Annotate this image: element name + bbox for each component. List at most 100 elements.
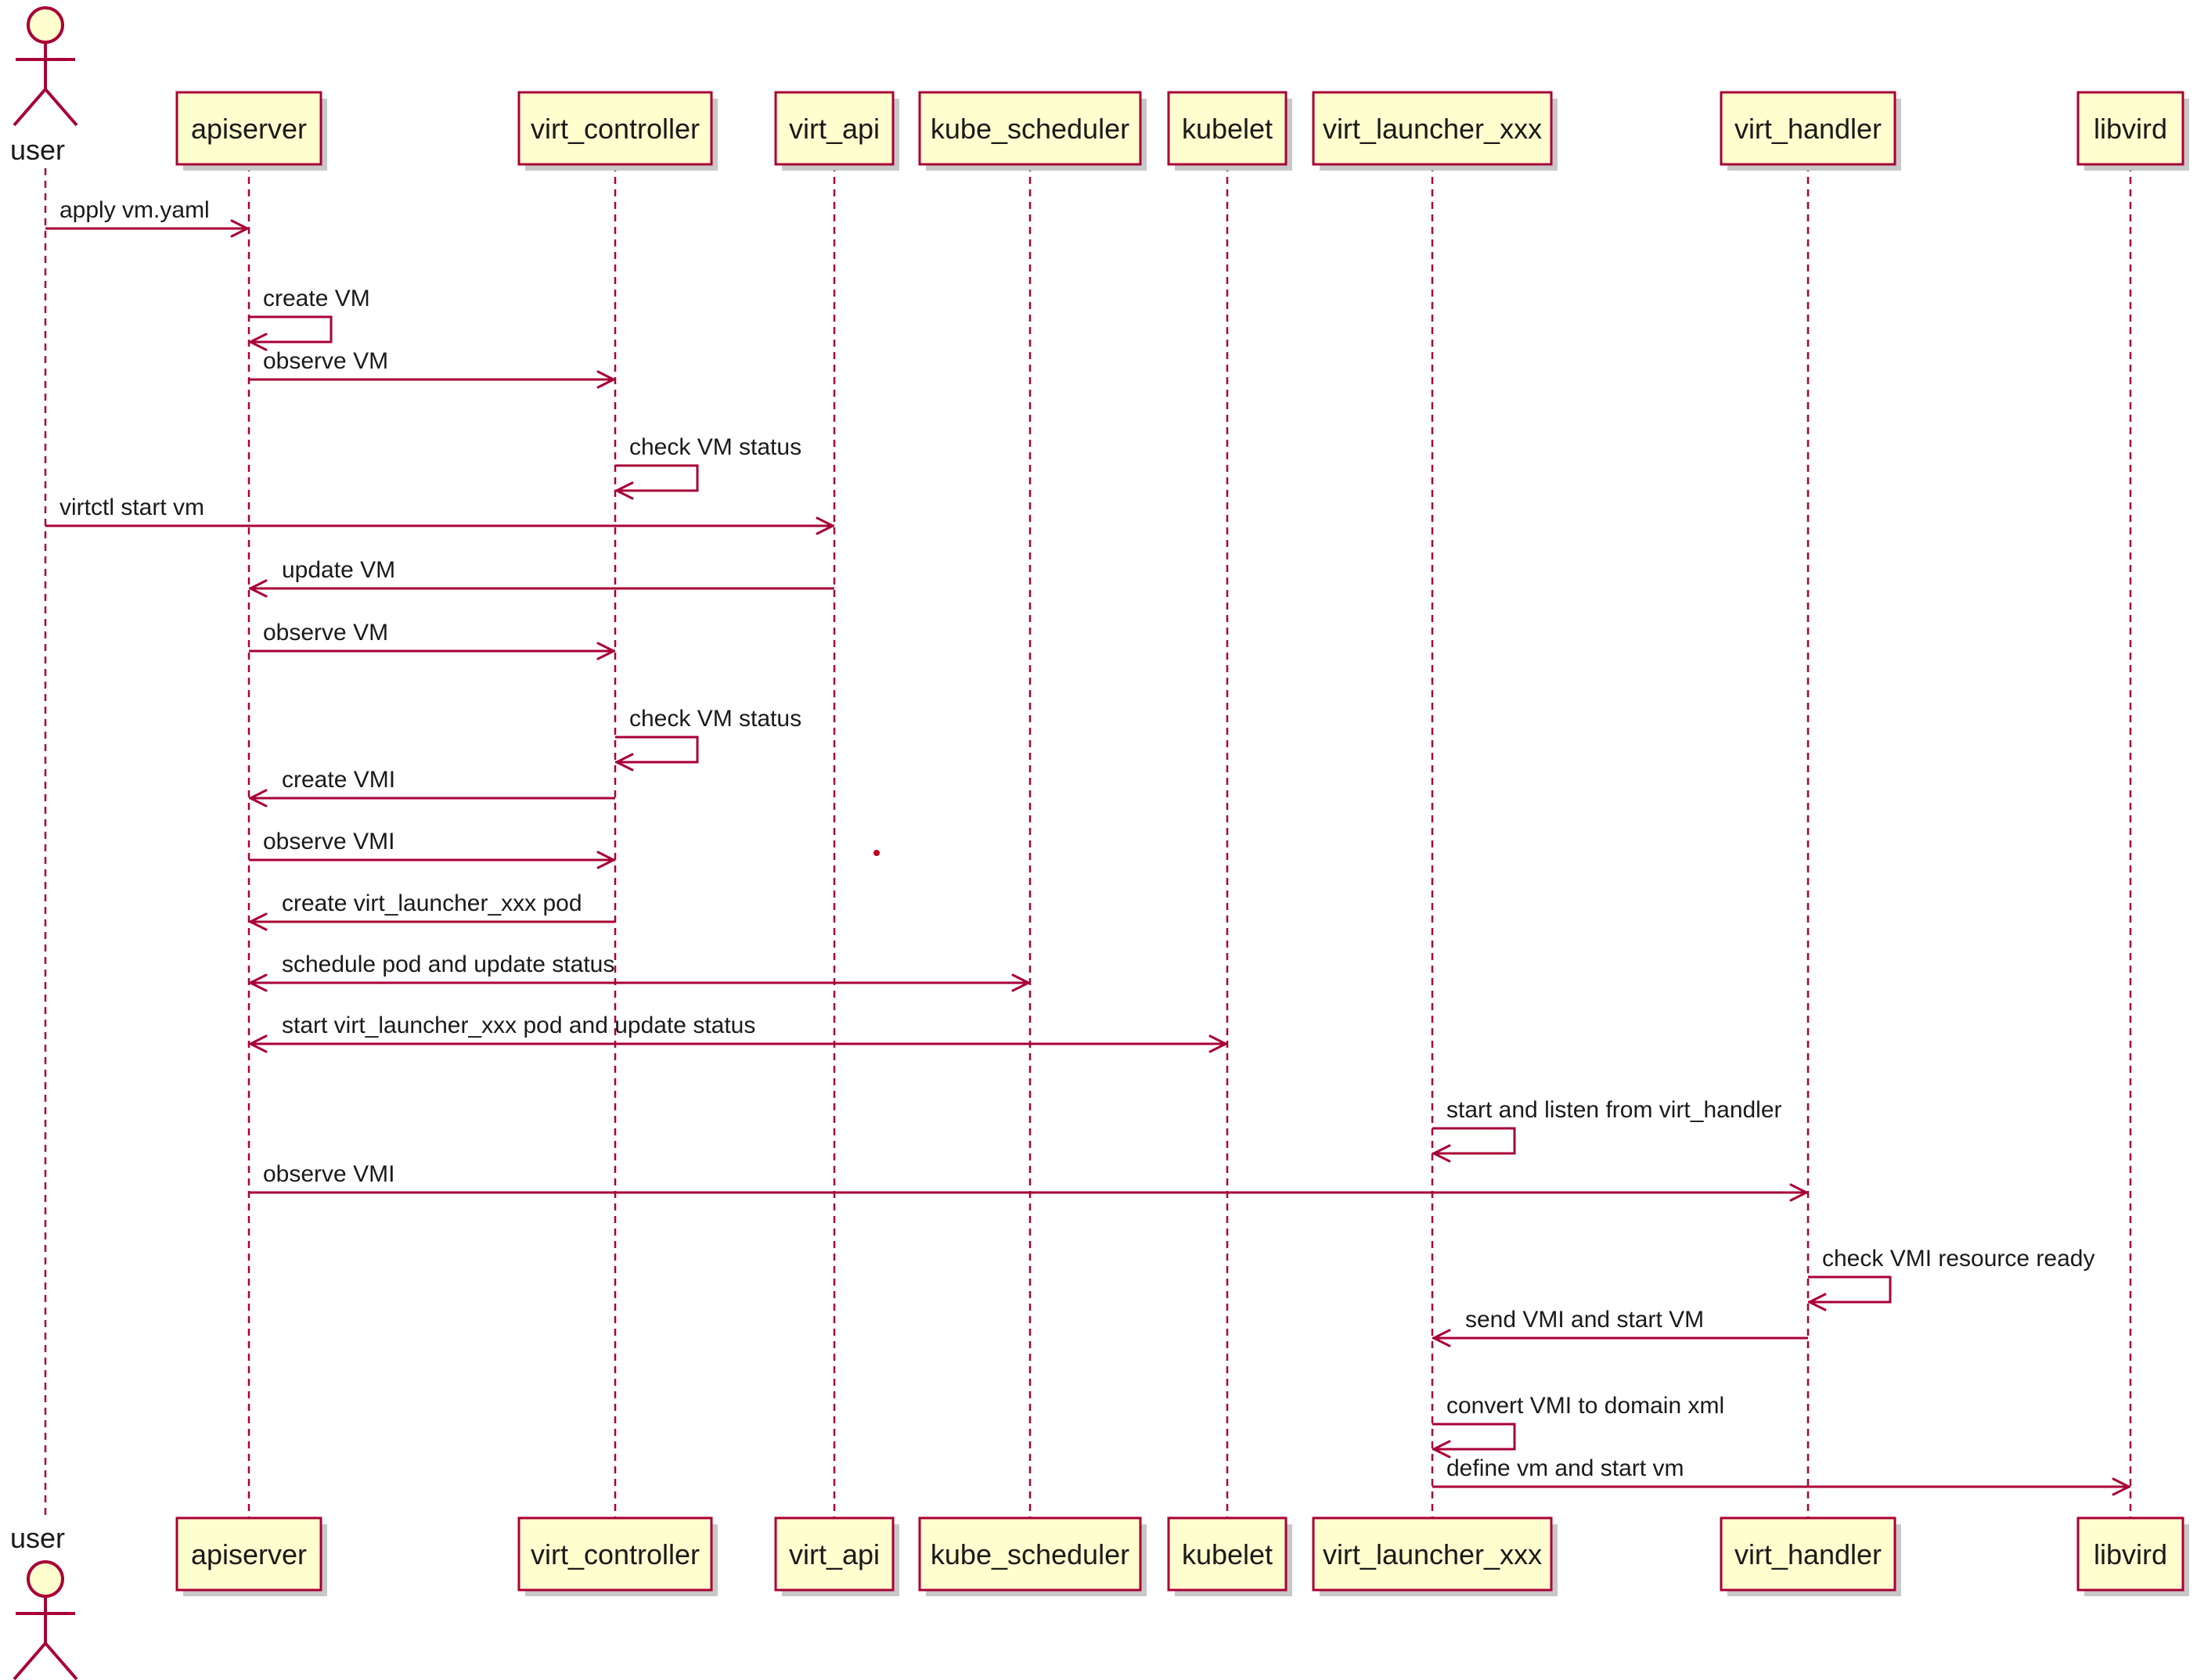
message: start and listen from virt_handler (1432, 1097, 1782, 1163)
message-label: check VM status (629, 706, 801, 732)
self-message-line (249, 315, 333, 344)
actor-legs (13, 1640, 78, 1680)
participant-label: kubelet (1182, 1538, 1273, 1570)
messages: apply vm.yaml create VM observe VM check VM… (45, 197, 2130, 1496)
participant-box (774, 1516, 895, 1592)
participant-label: virt_handler (1734, 113, 1882, 145)
participant-label: virt_launcher_xxx (1323, 113, 1542, 145)
message-label: define vm and start vm (1446, 1455, 1684, 1481)
actor-label: user (10, 134, 65, 166)
actor-label: user (10, 1522, 65, 1554)
participant-virt_launcher_xxx-bottom: virt_launcher_xxx (1312, 1516, 1558, 1596)
message-label: check VM status (629, 434, 801, 460)
participant-label: virt_api (789, 113, 880, 145)
arrowhead (615, 481, 634, 500)
participant-box (175, 1516, 322, 1592)
arrowhead (1208, 1034, 1227, 1053)
message: create VMI (249, 767, 615, 808)
participant-box (1167, 1516, 1288, 1592)
participant-virt_launcher_xxx-top: virt_launcher_xxx (1312, 91, 1558, 171)
message: define vm and start vm (1432, 1455, 2130, 1496)
participant-virt_controller-bottom: virt_controller (517, 1516, 718, 1596)
participant-kubelet-top: kubelet (1167, 91, 1292, 171)
participant-label: kubelet (1182, 113, 1273, 145)
message: schedule pod and update status (249, 952, 1030, 992)
self-message-line (615, 464, 699, 492)
participant-box (2076, 1516, 2184, 1592)
lifelines (44, 164, 2132, 1518)
arrowhead (249, 333, 268, 351)
participant-box (1720, 1516, 1896, 1592)
arrowhead (1432, 1440, 1451, 1459)
message: observe VMI (249, 1161, 1808, 1202)
participant-box (1312, 1516, 1553, 1592)
message: check VMI resource ready (1808, 1246, 2094, 1311)
participant-label: kube_scheduler (931, 113, 1129, 145)
message-label: observe VMI (263, 1161, 394, 1187)
participant-label: virt_api (789, 1538, 880, 1570)
actor-head (27, 1560, 64, 1598)
participant-apiserver-bottom: apiserver (175, 1516, 327, 1596)
message-label: start virt_launcher_xxx pod and update s… (282, 1013, 755, 1038)
message-label: start and listen from virt_handler (1446, 1097, 1782, 1123)
message-label: virtctl start vm (59, 495, 204, 520)
participant-kubelet-bottom: kubelet (1167, 1516, 1292, 1596)
participant-virt_controller-top: virt_controller (517, 91, 718, 171)
participant-label: virt_launcher_xxx (1323, 1538, 1542, 1570)
participant-box (517, 91, 713, 166)
arrowhead (596, 851, 615, 869)
arrowhead (230, 219, 249, 238)
arrowhead (249, 912, 268, 931)
arrowhead (1789, 1183, 1808, 1202)
participant-box (918, 1516, 1142, 1592)
arrowhead (2112, 1477, 2130, 1496)
message-label: create virt_launcher_xxx pod (282, 890, 582, 916)
message: convert VMI to domain xml (1432, 1393, 1724, 1459)
arrowhead (615, 753, 634, 772)
message-label: create VMI (282, 767, 395, 793)
participant-libvird-top: libvird (2076, 91, 2189, 171)
participant-headers: apiserver apiserver virt_controller virt_co… (10, 6, 2189, 1680)
message: observe VMI (249, 829, 615, 869)
message-label: schedule pod and update status (282, 952, 614, 977)
message: create virt_launcher_xxx pod (249, 890, 615, 931)
actor-legs (13, 86, 78, 127)
participant-label: virt_handler (1734, 1538, 1882, 1570)
message-label: update VM (282, 557, 395, 583)
stray-dot (873, 850, 880, 856)
participant-box (774, 91, 895, 166)
participant-label: apiserver (191, 1538, 307, 1570)
participant-label: apiserver (191, 113, 307, 145)
message: observe VM (249, 620, 615, 660)
message: check VM status (615, 434, 801, 500)
message-label: apply vm.yaml (59, 197, 210, 223)
participant-label: kube_scheduler (931, 1538, 1129, 1570)
message: apply vm.yaml (45, 197, 249, 238)
participant-virt_api-top: virt_api (774, 91, 899, 171)
message-label: observe VMI (263, 829, 394, 854)
message-label: convert VMI to domain xml (1446, 1393, 1724, 1419)
message-label: check VMI resource ready (1822, 1246, 2094, 1272)
participant-libvird-bottom: libvird (2076, 1516, 2189, 1596)
actor-user-top: user (10, 6, 78, 166)
self-message-line (615, 736, 699, 764)
self-message-line (1808, 1275, 1892, 1304)
arrowhead (596, 642, 615, 660)
message: create VM (249, 286, 370, 351)
participant-label: virt_controller (531, 1538, 700, 1570)
participant-kube_scheduler-top: kube_scheduler (918, 91, 1147, 171)
participant-box (1312, 91, 1553, 166)
participant-box (1167, 91, 1288, 166)
participant-box (517, 1516, 713, 1592)
message: send VMI and start VM (1432, 1307, 1808, 1347)
message: start virt_launcher_xxx pod and update s… (249, 1013, 1227, 1053)
participant-apiserver-top: apiserver (175, 91, 327, 171)
self-message-line (1432, 1127, 1516, 1155)
participant-label: virt_controller (531, 113, 700, 145)
arrowhead (249, 789, 268, 808)
arrowhead (1808, 1293, 1827, 1311)
participant-kube_scheduler-bottom: kube_scheduler (918, 1516, 1147, 1596)
participant-virt_handler-bottom: virt_handler (1720, 1516, 1901, 1596)
participant-box (1720, 91, 1896, 166)
